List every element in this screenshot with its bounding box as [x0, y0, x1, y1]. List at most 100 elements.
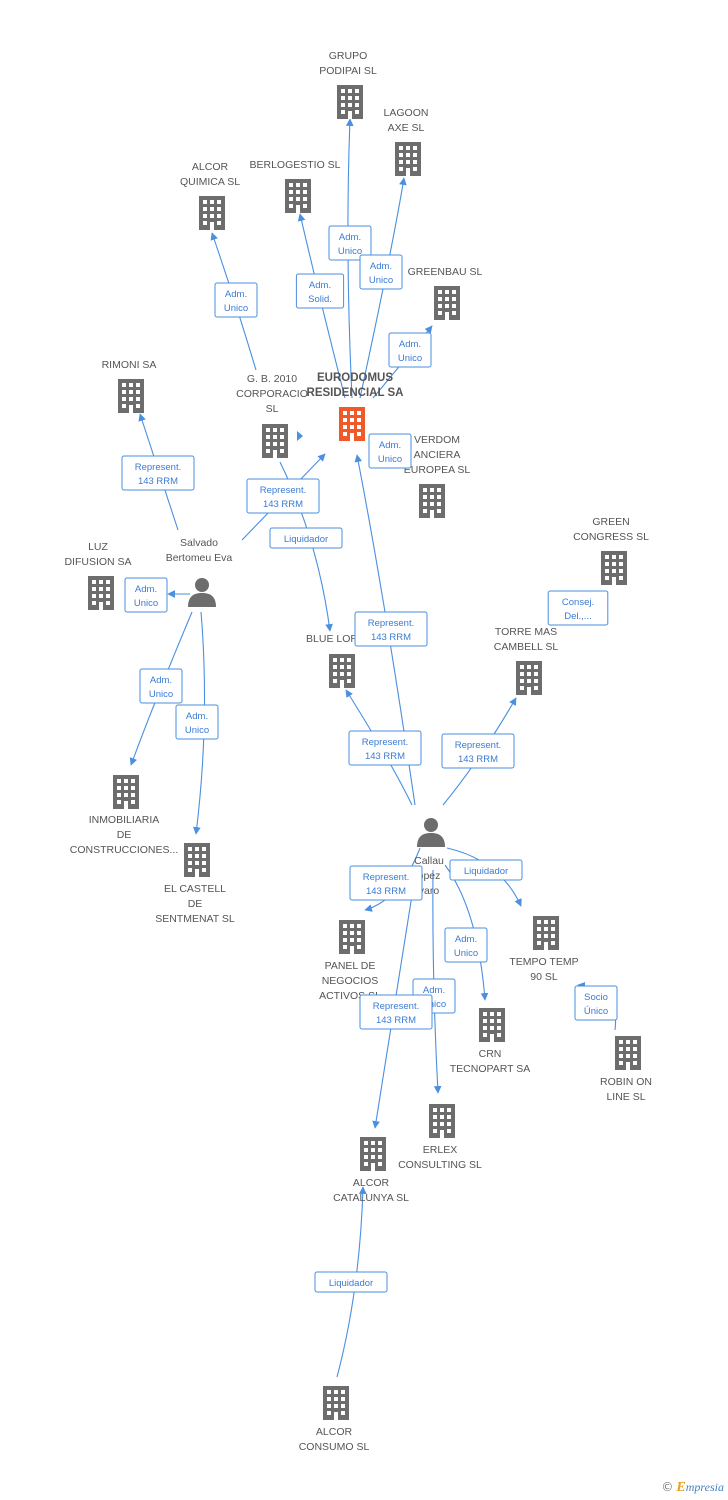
- building-icon: [429, 1104, 455, 1138]
- edge-label-box: [124, 577, 168, 613]
- node-label: CONSTRUCCIONES...: [70, 844, 179, 856]
- edge-label-text: Represent.: [373, 1001, 419, 1012]
- edge-label-callau-to-panel[interactable]: Represent.143 RRM: [349, 865, 423, 901]
- edge-label-torre_mas-to-green_congress[interactable]: Consej.Del.,...: [547, 590, 609, 626]
- edge-label-eurodomus-to-grupo_podipai[interactable]: Adm.Unico: [328, 225, 372, 261]
- edge-label-text: Unico: [224, 303, 248, 314]
- edge-label-callau-to-crn[interactable]: Adm.Unico: [444, 927, 488, 963]
- edge-label-box: [121, 455, 195, 491]
- node-rimoni[interactable]: RIMONI SA: [102, 359, 157, 413]
- node-label: DE: [188, 898, 203, 910]
- edge-label-box: [444, 927, 488, 963]
- edge-label-salvado-to-rimoni[interactable]: Represent.143 RRM: [121, 455, 195, 491]
- expand-arrow-icon[interactable]: [297, 431, 303, 441]
- node-label: LINE SL: [606, 1091, 645, 1103]
- node-label: CONGRESS SL: [573, 531, 649, 543]
- edge-label-callau-to-torre_mas[interactable]: Represent.143 RRM: [441, 733, 515, 769]
- edge-label-text: Represent.: [363, 872, 409, 883]
- edge-label-text: Adm.: [370, 261, 392, 272]
- node-label: CATALUNYA SL: [333, 1192, 409, 1204]
- edge-label-salvado-to-eurodomus[interactable]: Represent.143 RRM: [246, 478, 320, 514]
- node-inmobiliaria[interactable]: INMOBILIARIADECONSTRUCCIONES...: [70, 775, 179, 856]
- node-berlogestio[interactable]: BERLOGESTIO SL: [249, 159, 341, 213]
- node-label: LUZ: [88, 541, 108, 553]
- edge-label-eurodomus-to-lagoon[interactable]: Adm. Unico: [359, 254, 403, 290]
- node-label: CORPORACIO: [236, 388, 308, 400]
- node-label: RIMONI SA: [102, 359, 157, 371]
- building-icon: [419, 484, 445, 518]
- copyright-symbol: ©: [661, 1480, 674, 1494]
- building-icon: [533, 916, 559, 950]
- edge-label-box: [359, 994, 433, 1030]
- node-label: DIFUSION SA: [64, 556, 131, 568]
- node-label: Callau: [414, 855, 444, 867]
- node-label: GRUPO: [329, 50, 368, 62]
- edge-label-text: Liquidador: [329, 1278, 373, 1289]
- node-label: CAMBELL SL: [494, 641, 559, 653]
- edge-label-text: Represent.: [260, 485, 306, 496]
- building-icon: [199, 196, 225, 230]
- edge-label-text: Unico: [398, 353, 422, 364]
- node-label: CONSUMO SL: [299, 1441, 370, 1453]
- edge-label-text: Adm.: [150, 675, 172, 686]
- edge-label-callau-to-eurodomus[interactable]: Represent.143 RRM: [354, 611, 428, 647]
- edge-label-eurodomus-to-berlogestio[interactable]: Adm.Solid.: [295, 273, 345, 309]
- edge-label-text: 143 RRM: [365, 751, 405, 762]
- edge-label-alcor_consumo-to-alcor_catalunya[interactable]: Liquidador: [314, 1271, 388, 1293]
- edge-label-box: [139, 668, 183, 704]
- edge-label-text: Represent.: [455, 740, 501, 751]
- edge-label-text: Unico: [149, 689, 173, 700]
- edge-label-text: Liquidador: [284, 534, 328, 545]
- brand-footer[interactable]: ©Empresia: [661, 1480, 724, 1496]
- edge-label-text: Unico: [369, 275, 393, 286]
- building-icon: [395, 142, 421, 176]
- building-icon: [337, 85, 363, 119]
- edge-label-text: Adm.: [455, 934, 477, 945]
- edge-label-gb2010-to-blue_lor[interactable]: Liquidador: [269, 527, 343, 549]
- edge-label-gb2010-to-alcor_quimica[interactable]: Adm.Unico: [214, 282, 258, 318]
- edge-label-callau-to-alcor_catalunya[interactable]: Represent.143 RRM: [359, 994, 433, 1030]
- node-label: RESIDENCIAL SA: [307, 387, 404, 399]
- edge-label-callau-to-tempo[interactable]: Liquidador: [449, 859, 523, 881]
- node-label: LAGOON: [384, 107, 429, 119]
- building-icon: [434, 286, 460, 320]
- edge-label-salvado-to-luz[interactable]: Adm.Unico: [124, 577, 168, 613]
- edge-label-callau-to-blue_lor[interactable]: Represent.143 RRM: [348, 730, 422, 766]
- edge-label-text: 143 RRM: [138, 476, 178, 487]
- node-luz[interactable]: LUZ DIFUSION SA: [64, 541, 132, 610]
- edge-label-salvado-to-inmobiliaria[interactable]: Adm. Unico: [139, 668, 183, 704]
- node-greenbau[interactable]: GREENBAU SL: [408, 266, 483, 320]
- building-icon: [184, 843, 210, 877]
- edge-label-salvado-to-el_castell[interactable]: Adm.Unico: [175, 704, 219, 740]
- node-label: varo: [419, 885, 440, 897]
- edge-label-text: Unico: [338, 246, 362, 257]
- person-icon: [188, 578, 216, 607]
- node-label: EUROPEA SL: [404, 464, 471, 476]
- building-icon: [113, 775, 139, 809]
- edge-label-eurodomus-to-greenbau[interactable]: Adm.Unico: [388, 332, 432, 368]
- edge-label-eurodomus-to-verdom[interactable]: Adm.Unico: [368, 433, 412, 469]
- node-blue_lor[interactable]: BLUE LOR: [306, 633, 358, 688]
- node-label: EL CASTELL: [164, 883, 226, 895]
- node-label: QUIMICA SL: [180, 176, 240, 188]
